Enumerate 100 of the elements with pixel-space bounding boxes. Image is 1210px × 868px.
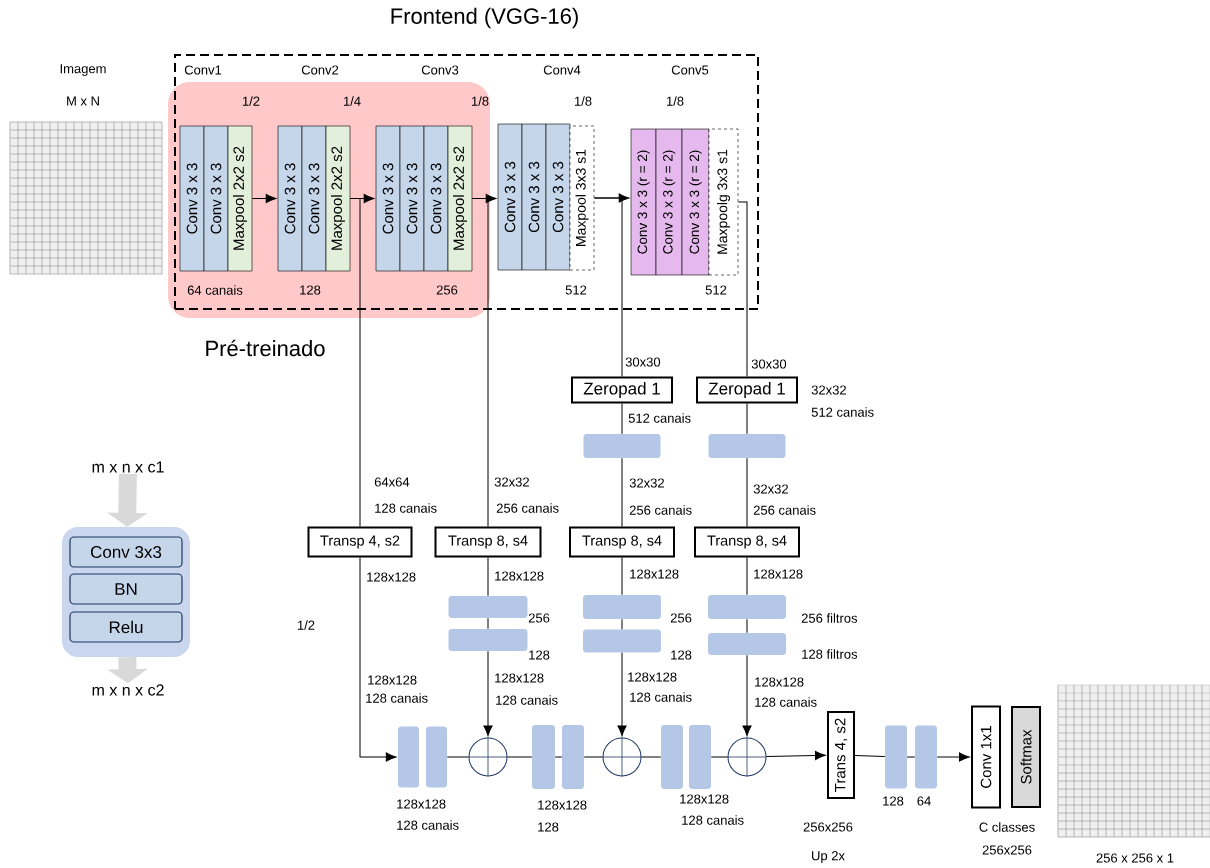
connector-line (349, 198, 361, 527)
text-label: 128x128 (628, 672, 677, 682)
text-label: 128x128 (397, 799, 446, 809)
connector-line (854, 755, 886, 758)
text-label: 128x128 (368, 675, 417, 685)
layer-block (583, 595, 661, 619)
connector-line (710, 756, 728, 758)
text-label: 64x64 (374, 477, 410, 487)
text-label: 30x30 (751, 359, 787, 369)
layer-block (708, 595, 786, 619)
connector-line (487, 617, 489, 630)
layer-block (689, 725, 711, 789)
text-label: 128x128 (495, 571, 544, 581)
text-label: 128x128 (754, 569, 803, 579)
connector-line (746, 403, 748, 435)
text-label: 128 (671, 650, 692, 660)
text-label: Conv2 (301, 65, 339, 75)
connector-line (621, 457, 623, 527)
text-label: Conv1 (184, 65, 222, 75)
text-label: 256 canais (496, 503, 559, 513)
layer-block (532, 725, 555, 789)
text-label: 256 (670, 613, 692, 623)
text-label: Conv5 (671, 65, 709, 75)
layer-block (398, 726, 419, 788)
text-label: 30x30 (625, 357, 661, 367)
text-label: 128 (529, 650, 550, 660)
text-label: 128 (300, 285, 321, 295)
text-label: 32x32 (753, 484, 788, 494)
process-box: Transp 8, s4 (569, 526, 675, 558)
process-box: Conv 1x1 (971, 705, 1001, 809)
process-box: Softmax (1011, 706, 1041, 808)
arrow (742, 654, 752, 737)
sum-circle (468, 737, 508, 777)
connector-line (446, 756, 469, 758)
dilated-layer: Conv 3 x 3 (r = 2) (681, 128, 710, 276)
process-box: Trans 4, s2 (827, 711, 855, 799)
text-label: 128x128 (495, 673, 544, 683)
pooling-layer: Maxpoolg 3x3 s1 (708, 128, 739, 276)
column-layer: Conv 3 x 3 (179, 125, 205, 272)
process-box: Zeropad 1 (571, 376, 673, 404)
connector-line (621, 403, 623, 435)
text-label: 32x32 (494, 477, 529, 487)
column-layer: Conv 3 x 3 (399, 125, 425, 272)
text-label: 128x128 (680, 794, 729, 804)
connector-line (487, 557, 489, 597)
connector-line (737, 201, 748, 377)
text-label: 128 filtros (802, 649, 858, 659)
text-label: 1/8 (471, 96, 489, 106)
text-label: 128x128 (755, 677, 804, 687)
text-label: 1/8 (574, 96, 592, 106)
text-label: 1/2 (297, 620, 315, 630)
text-label: 256x256 (803, 822, 853, 832)
connector-line (471, 198, 489, 527)
text-label: 256 canais (753, 505, 816, 515)
connector-line (593, 197, 623, 377)
tensor-label: m x n x c2 (92, 684, 164, 696)
text-label: 256 (436, 285, 458, 295)
dilated-layer: Conv 3 x 3 (r = 2) (630, 128, 657, 276)
layer-block (885, 725, 907, 789)
arrow (359, 557, 397, 762)
text-label: 128 canais (496, 695, 558, 705)
connector-line (641, 756, 662, 758)
layer-box: Relu (69, 611, 183, 643)
text-label: Up 2x (812, 851, 845, 863)
column-layer: Conv 3 x 3 (423, 125, 449, 272)
arrow (766, 750, 826, 761)
layer-block (583, 434, 661, 458)
arrow (251, 193, 277, 204)
connector-line (906, 756, 916, 758)
text-label: 128 (538, 822, 559, 832)
process-box: Transp 4, s2 (307, 526, 413, 558)
text-label: Conv4 (543, 65, 581, 75)
connector-line (621, 618, 623, 630)
connector-line (583, 756, 603, 758)
process-box: Transp 8, s4 (694, 526, 800, 558)
layer-box: BN (69, 573, 183, 605)
connector-line (507, 756, 533, 758)
text-label: 512 (565, 285, 587, 295)
connector-line (746, 457, 748, 527)
column-layer: Conv 3 x 3 (375, 125, 401, 272)
text-label: 128 canais (397, 820, 459, 830)
text-label: 512 canais (811, 407, 874, 417)
text-label: Imagem (60, 64, 106, 76)
text-label: 256 filtros (801, 613, 858, 623)
text-label: 1/4 (343, 96, 361, 106)
layer-block (661, 725, 683, 789)
text-label: 1/8 (666, 96, 684, 106)
text-label: 1/2 (242, 96, 260, 106)
column-layer: Conv 3 x 3 (497, 123, 523, 271)
text-label: 128 canais (630, 692, 692, 702)
connector-line (746, 618, 748, 634)
dilated-layer: Conv 3 x 3 (r = 2) (655, 128, 683, 276)
text-label: 128 canais (682, 815, 744, 825)
pooling-layer: Maxpool 2x2 s2 (227, 125, 253, 272)
arrow (617, 652, 627, 737)
pooling-layer: Maxpool 2x2 s2 (447, 125, 473, 272)
text-label: 128 (883, 796, 904, 806)
layer-block (562, 725, 584, 789)
text-label: 64 canais (187, 285, 243, 295)
connector-line (621, 557, 623, 596)
